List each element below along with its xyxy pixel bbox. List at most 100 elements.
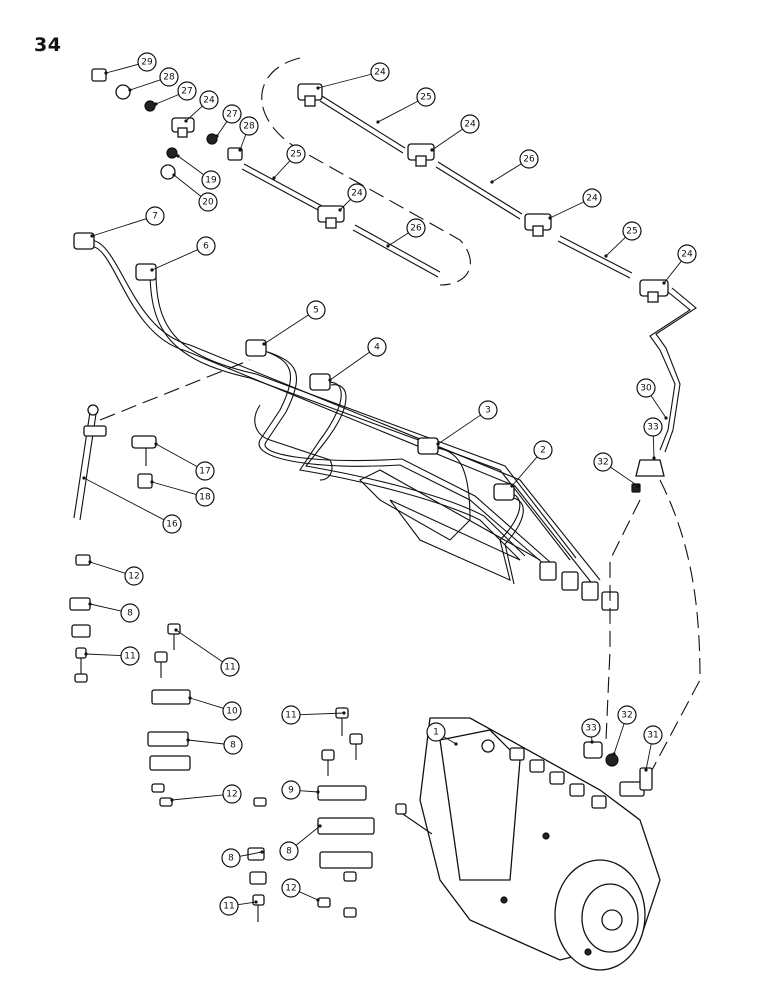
callout-32: 32 [593,452,640,488]
callout-arrowhead [342,711,346,715]
callout-32: 32 [612,705,637,756]
return-tube-25-right [559,235,633,274]
callout-balloon [478,400,498,420]
callout-balloon [533,440,553,460]
callout-balloon [219,896,239,916]
clip-12-mid-a [151,783,165,793]
callout-leader [437,414,481,445]
callout-arrowhead [316,86,320,90]
callout-leader [263,314,309,345]
callout-label: 17 [199,467,210,477]
callout-arrowhead [612,752,616,756]
callout-25: 25 [376,87,436,124]
callout-balloon [199,90,219,110]
callout-balloon [281,705,301,725]
callout-balloon [222,104,242,124]
callout-leader [91,218,147,237]
callout-label: 24 [203,96,215,106]
callout-label: 8 [286,847,292,857]
callout-arrowhead [174,628,178,632]
callout-leader [299,790,319,793]
callout-label: 8 [228,854,234,864]
callout-24: 24 [548,188,602,220]
nut-20 [160,164,176,180]
callout-leader [155,94,179,105]
callout-balloon [460,114,480,134]
washer-28 [115,84,131,100]
callout-12: 12 [88,560,144,586]
return-tube-26-left-b [352,229,439,278]
callout-33: 33 [581,718,601,744]
clamp-8-right-upper [317,817,375,835]
callout-leader [339,199,351,211]
callout-24: 24 [430,114,480,152]
return-tube-26-upper-b [435,166,521,220]
return-line-loop-dashed [261,57,471,286]
tee-fitting-24-b [407,143,435,167]
callout-label: 11 [124,652,135,662]
callout-label: 25 [290,150,301,160]
callout-27: 27 [154,81,197,106]
callout-label: 32 [597,458,608,468]
callout-24: 24 [662,244,697,285]
line-nuts-pump-end [539,561,619,611]
callout-arrowhead [386,244,390,248]
callout-leader [187,739,225,745]
callout-leader [239,851,263,857]
return-tube-25-upper [321,95,406,149]
callout-10: 10 [188,696,242,721]
callout-arrowhead [186,738,190,742]
callout-balloon [195,461,215,481]
callout-balloon [221,848,241,868]
clamp-17 [131,435,157,466]
callout-balloon [426,722,446,742]
callout-label: 24 [681,250,693,260]
callout-2: 2 [510,440,553,488]
callout-label: 31 [647,731,658,741]
callout-arrowhead [238,148,242,152]
line-nut-7 [73,232,95,250]
callout-leader [171,794,224,801]
callout-label: 30 [640,384,652,394]
callout-arrowhead [430,148,434,152]
callout-leader [173,174,202,197]
callout-label: 28 [163,73,175,83]
callout-arrowhead [262,342,266,346]
callout-label: 10 [226,707,238,717]
callout-leader [299,891,319,901]
callout-balloon [643,725,663,745]
callout-25: 25 [272,144,306,180]
callout-6: 6 [150,236,216,272]
bolt-11-bottom [252,894,265,922]
callout-label: 33 [585,724,596,734]
sleeve-18 [137,473,153,489]
callout-leader [216,121,228,137]
injector-dashed-link [99,359,251,421]
callout-19: 19 [176,154,221,190]
clip-12-right-c [343,907,357,918]
callout-label: 12 [226,790,237,800]
bolt-11-right-a [335,707,349,736]
callout-12: 12 [170,784,242,804]
callout-28: 28 [128,67,179,92]
callout-label: 2 [540,446,546,456]
seal-32-lower [605,753,619,767]
callout-leader [652,435,655,459]
callout-26: 26 [386,218,426,248]
callout-arrowhead [548,216,552,220]
nut-19 [166,147,178,159]
callout-layer: 2928272427281920242524262425242524267654… [82,52,697,916]
callout-balloon [593,452,613,472]
callout-leader [650,395,667,419]
bolt-11-right-c [321,749,335,776]
fitting-33-lower [583,741,603,759]
clamp-8-left-bottom [71,624,91,638]
tee-fitting-24-c [524,213,552,237]
callout-18: 18 [150,480,215,507]
leakoff-dashed-to-pump [605,499,641,741]
callout-label: 3 [485,406,491,416]
callout-label: 25 [626,227,637,237]
callout-17: 17 [154,442,215,481]
callout-arrowhead [260,850,264,854]
